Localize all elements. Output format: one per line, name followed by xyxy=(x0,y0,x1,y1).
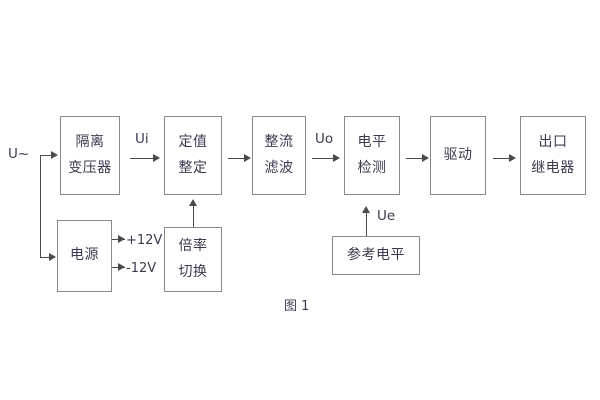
block-reference-level-line-1: 参考电平 xyxy=(347,246,405,263)
connector-setting-to-rectify xyxy=(228,158,245,159)
arrowhead-rail-negative xyxy=(118,263,125,271)
arrowhead-reference-to-level-detect xyxy=(362,206,370,213)
arrowhead-drive-to-output-relay xyxy=(509,154,516,162)
arrowhead-rail-positive xyxy=(118,235,125,243)
block-rectify-filter: 整流 滤波 xyxy=(252,116,306,195)
signal-label-ue: Ue xyxy=(377,208,396,224)
signal-label-ui: Ui xyxy=(135,131,149,147)
block-isolation-transformer: 隔离 变压器 xyxy=(60,116,120,195)
arrowhead-multiplier-to-setting xyxy=(189,199,197,206)
figure-caption: 图 1 xyxy=(284,299,310,314)
connector-input-branch-vertical xyxy=(40,155,41,257)
connector-input-to-transformer xyxy=(40,155,52,156)
block-power-supply: 电源 xyxy=(57,220,112,292)
connector-level-detect-to-drive xyxy=(406,158,423,159)
arrowhead-transformer-to-setting xyxy=(153,154,160,162)
block-output-relay: 出口 继电器 xyxy=(520,116,586,195)
block-output-relay-line-2: 继电器 xyxy=(531,159,575,176)
block-multiplier-switch-line-1: 倍率 xyxy=(178,237,208,254)
block-drive: 驱动 xyxy=(430,116,486,195)
connector-rectify-to-level-detect xyxy=(312,158,334,159)
block-setting-value: 定值 整定 xyxy=(164,116,222,195)
block-drive-line-1: 驱动 xyxy=(443,146,473,163)
signal-label-uo: Uo xyxy=(315,131,334,147)
block-isolation-transformer-line-2: 变压器 xyxy=(68,159,112,176)
block-level-detect-line-1: 电平 xyxy=(357,133,387,150)
block-level-detect-line-2: 检测 xyxy=(357,159,387,176)
block-reference-level: 参考电平 xyxy=(332,236,420,275)
block-multiplier-switch: 倍率 切换 xyxy=(164,227,222,292)
connector-drive-to-output-relay xyxy=(493,158,510,159)
signal-label-rail-negative: -12V xyxy=(126,261,157,276)
block-setting-value-line-2: 整定 xyxy=(178,159,208,176)
signal-label-rail-positive: +12V xyxy=(126,233,163,248)
arrowhead-input-to-transformer xyxy=(51,151,58,159)
block-multiplier-switch-line-2: 切换 xyxy=(178,263,208,280)
connector-multiplier-to-setting xyxy=(193,205,194,227)
block-output-relay-line-1: 出口 xyxy=(538,133,568,150)
arrowhead-rectify-to-level-detect xyxy=(333,154,340,162)
arrowhead-setting-to-rectify xyxy=(244,154,251,162)
connector-transformer-to-setting xyxy=(130,158,154,159)
arrowhead-input-to-power-supply xyxy=(49,253,56,261)
block-rectify-filter-line-1: 整流 xyxy=(264,133,294,150)
block-level-detect: 电平 检测 xyxy=(344,116,400,195)
signal-label-input: U~ xyxy=(8,146,30,162)
arrowhead-level-detect-to-drive xyxy=(422,154,429,162)
block-power-supply-line-1: 电源 xyxy=(70,247,99,264)
connector-input-to-power-supply xyxy=(40,257,50,258)
block-rectify-filter-line-2: 滤波 xyxy=(264,159,294,176)
block-isolation-transformer-line-1: 隔离 xyxy=(75,133,105,150)
connector-reference-to-level-detect xyxy=(366,212,367,236)
block-setting-value-line-1: 定值 xyxy=(178,133,208,150)
